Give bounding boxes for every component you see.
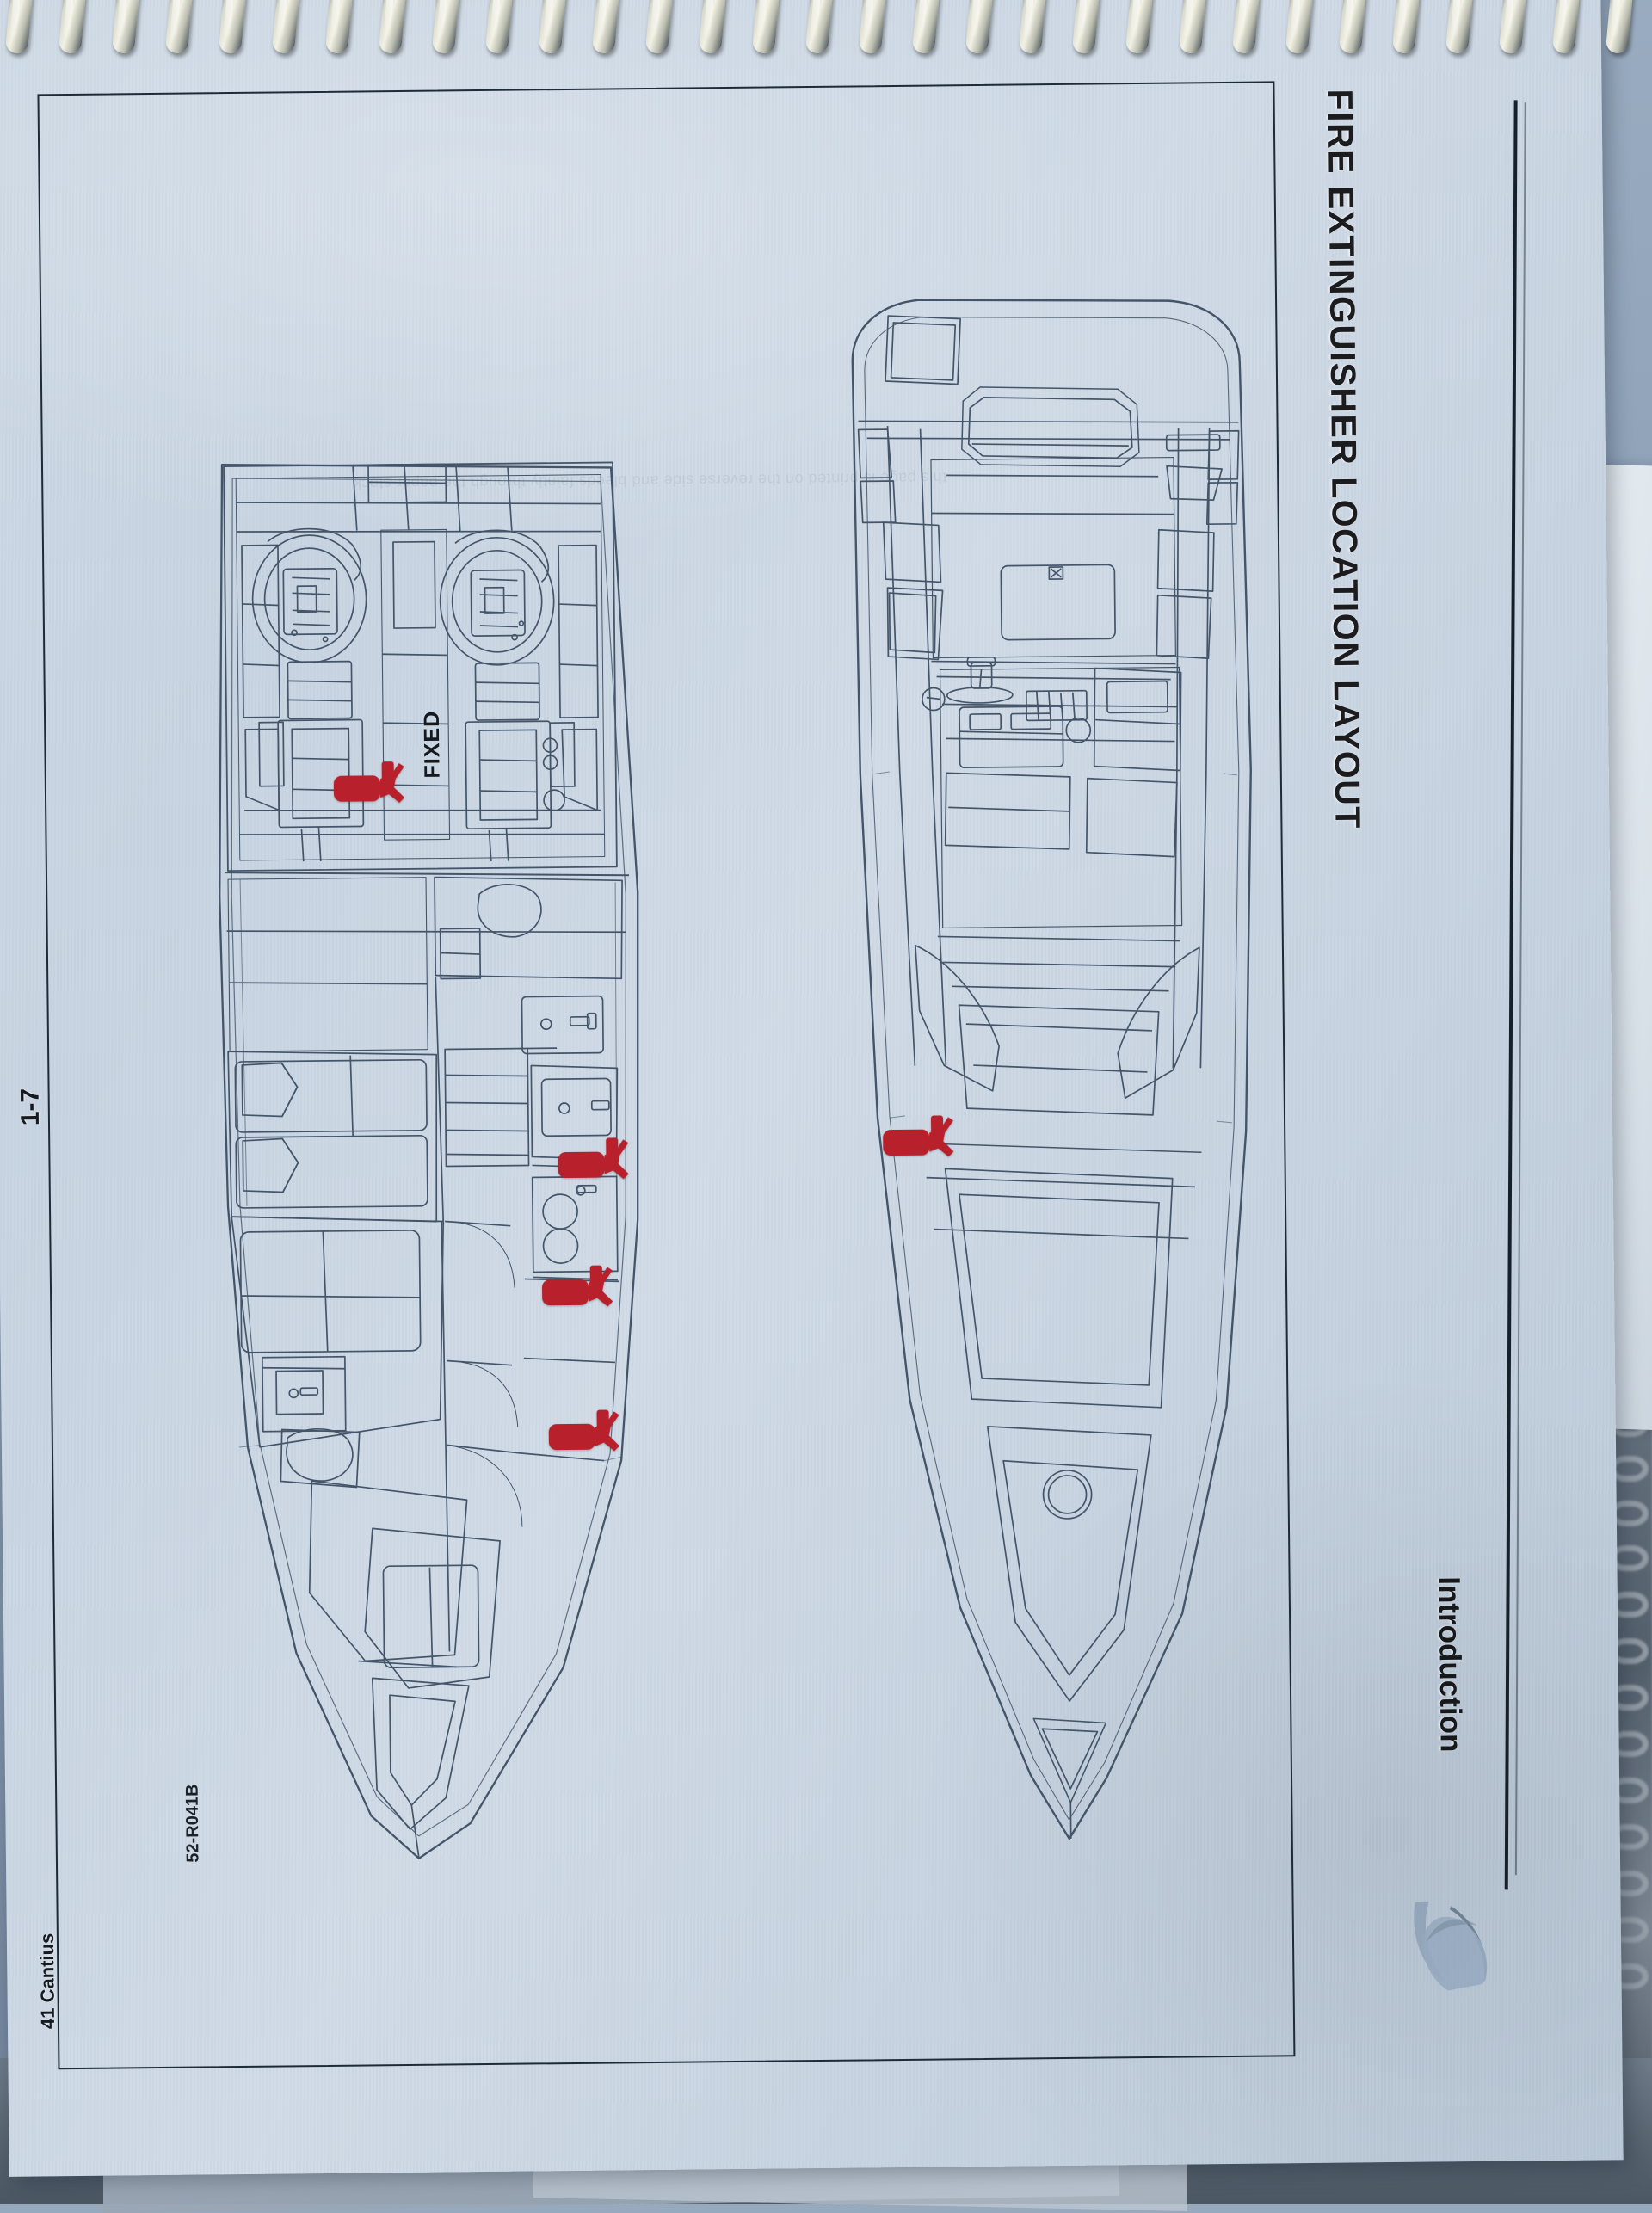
page-title: FIRE EXTINGUISHER LOCATION LAYOUT <box>1319 89 1365 691</box>
manual-page: this page is printed on the reverse side… <box>0 0 1624 2177</box>
extinguisher-marker-head <box>540 1265 615 1316</box>
extinguisher-marker-companionway <box>556 1137 631 1188</box>
page-number: 1-7 <box>15 1055 46 1158</box>
spiral-binding <box>0 0 1652 83</box>
fixed-system-label: FIXED <box>420 711 446 779</box>
cruisers-yachts-leaf-logo <box>1396 1867 1519 1996</box>
extinguisher-marker-helm <box>881 1115 956 1166</box>
extinguisher-marker-galley <box>547 1409 622 1460</box>
main-deck-plan <box>807 287 1322 1867</box>
title-rule-secondary <box>1515 102 1526 1875</box>
section-label: Introduction <box>1432 1576 1470 1920</box>
model-name-footer: 41 Cantius <box>36 1908 60 2054</box>
adjacent-page-mark-3: 2 <box>1649 786 1652 810</box>
extinguisher-marker-engine-room <box>332 761 407 812</box>
title-rule <box>1505 100 1518 1889</box>
